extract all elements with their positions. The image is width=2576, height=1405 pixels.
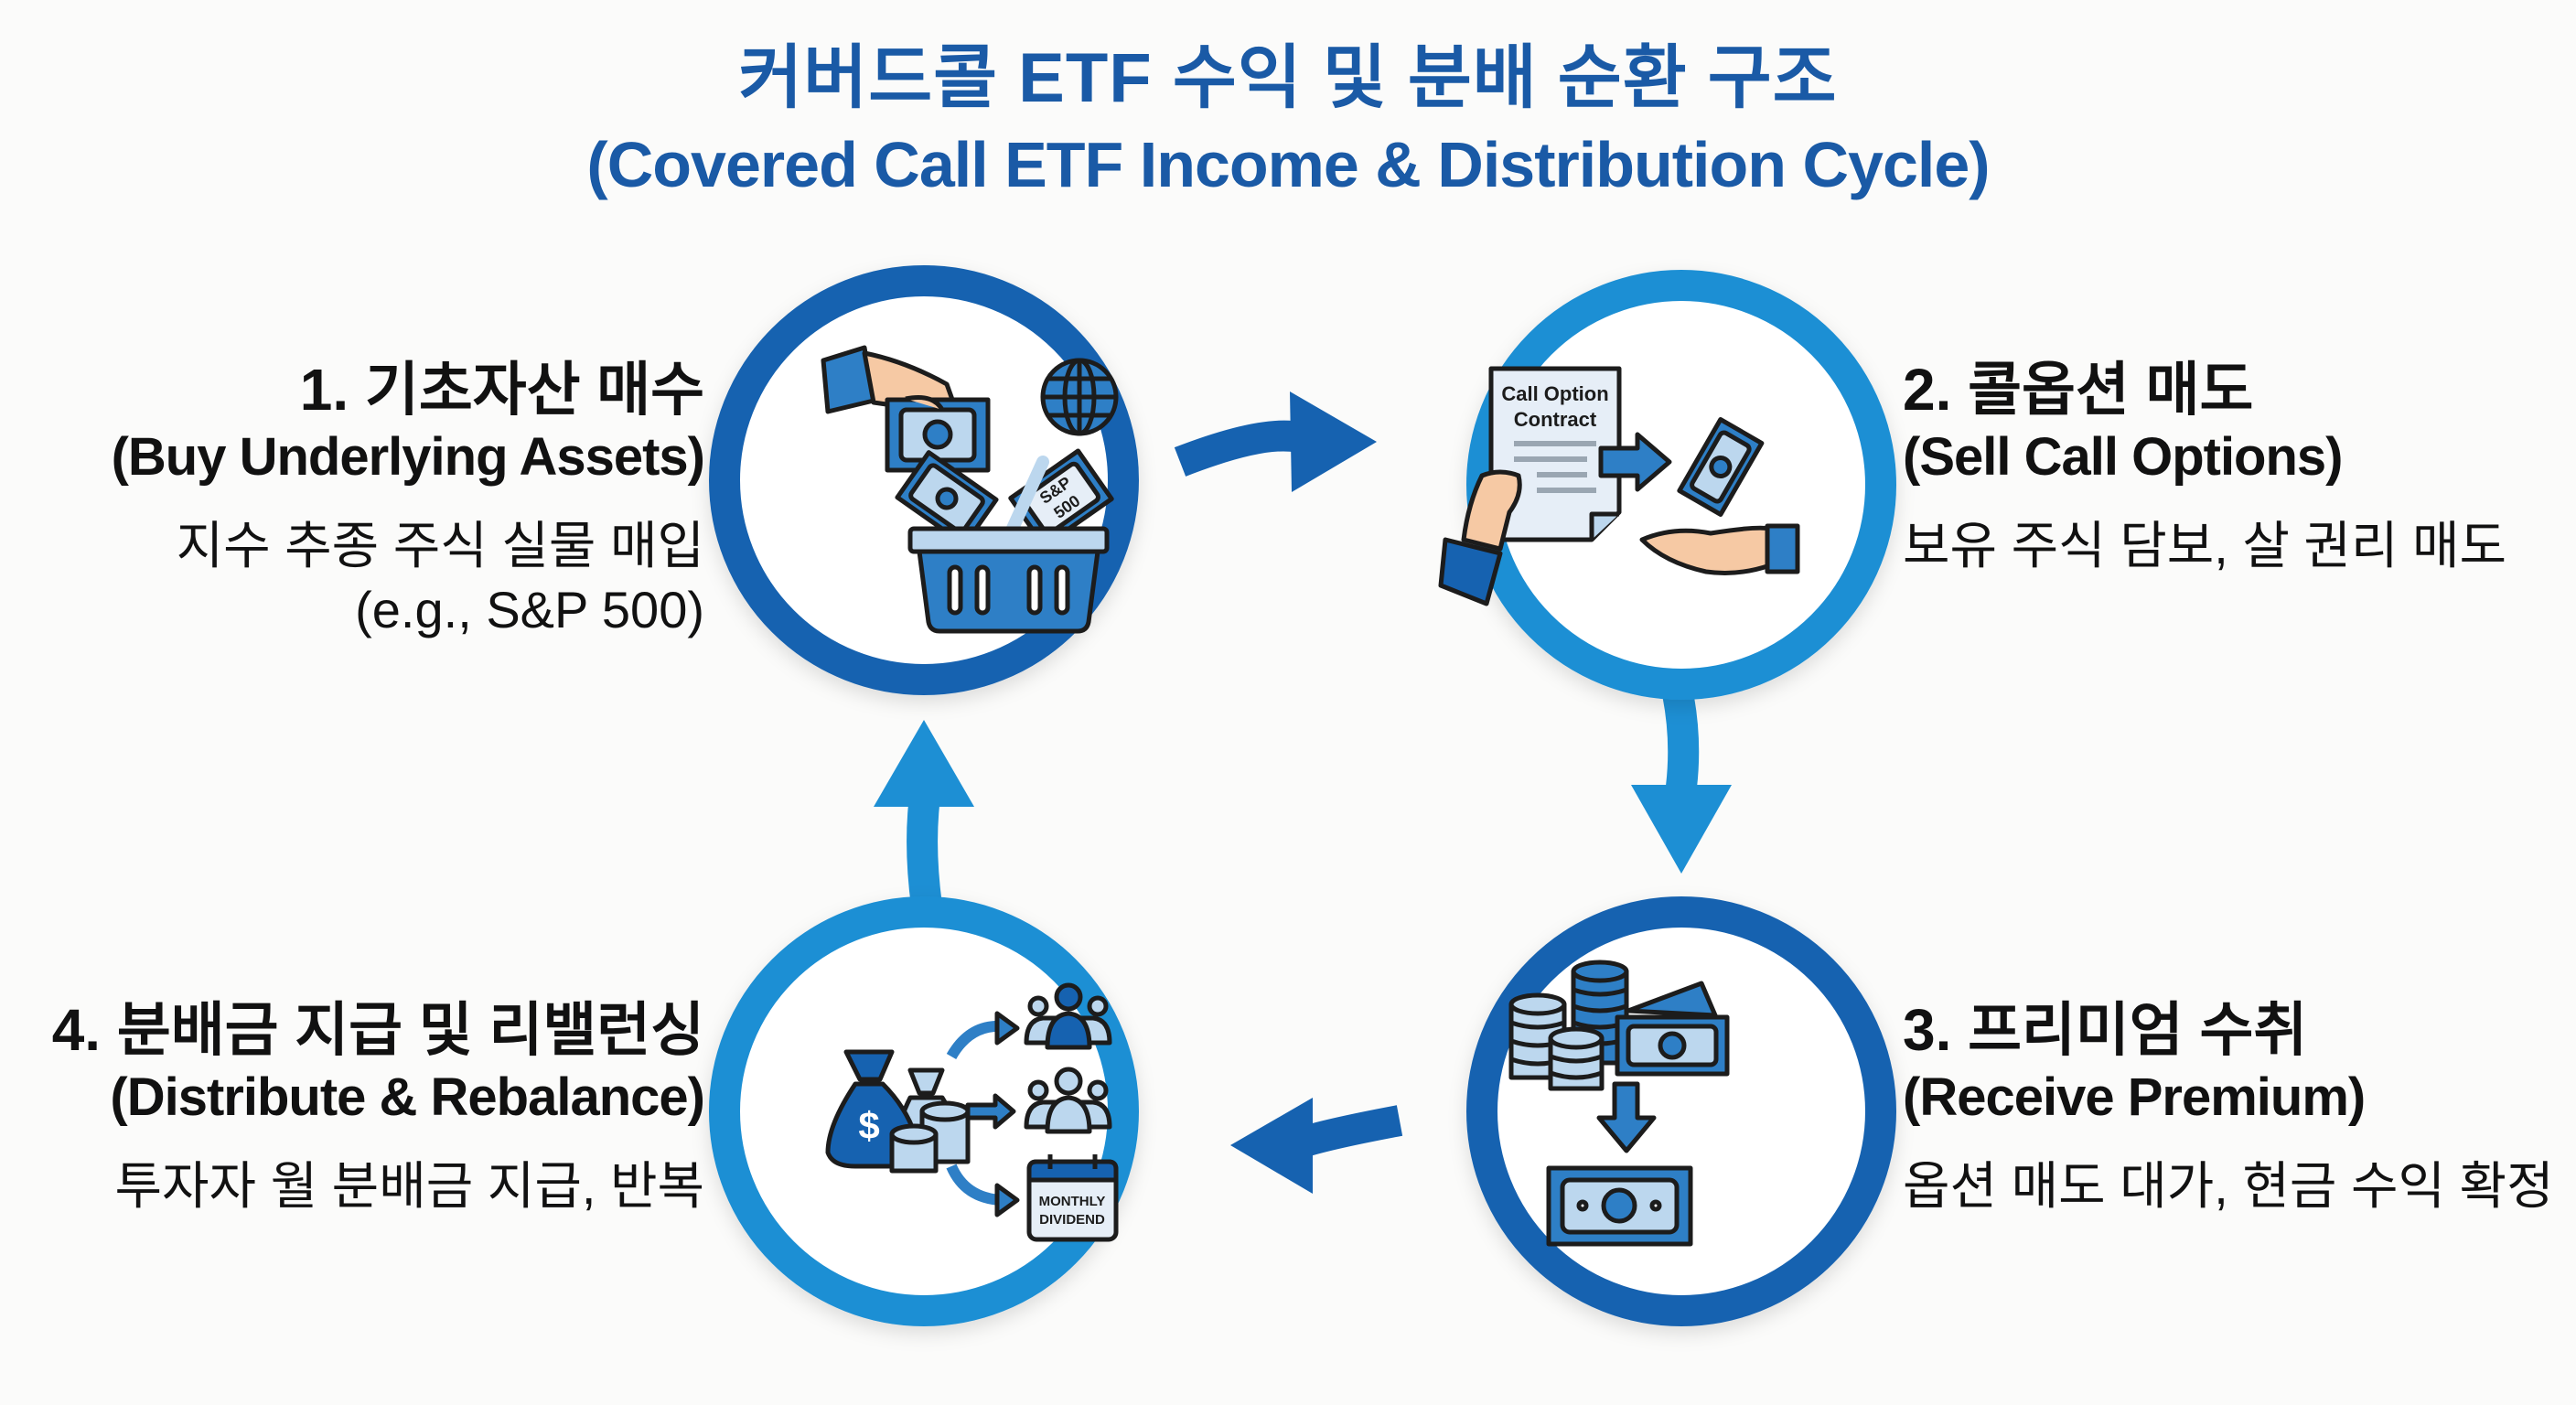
contract-to-cash-exchange-icon: Call Option Contract [1438, 366, 1800, 606]
step4-text: 4. 분배금 지급 및 리밸런싱 (Distribute & Rebalance… [9, 995, 705, 1218]
step3-description: 옵션 매도 대가, 현금 수익 확정 [1903, 1154, 2576, 1218]
arrow-left-icon [1230, 1098, 1403, 1194]
step3-desc-line1: 옵션 매도 대가, 현금 수익 확정 [1903, 1157, 2554, 1215]
basket-with-money-and-globe-icon: S&P 500 [821, 345, 1119, 634]
step2-title-en: (Sell Call Options) [1903, 427, 2344, 487]
arrow-up-icon [874, 720, 974, 908]
title-english: (Covered Call ETF Income & Distribution … [586, 129, 1990, 200]
doc-title-line2: Contract [1514, 408, 1597, 431]
step1-description: 지수 추종 주식 실물 매입 (e.g., S&P 500) [9, 514, 704, 642]
step1-title-ko: 1. 기초자산 매수 [299, 357, 704, 423]
calendar-label-line1: MONTHLY [1039, 1194, 1106, 1209]
step4-title-ko: 4. 분배금 지급 및 리밸런싱 [51, 997, 704, 1063]
calendar-label-line2: DIVIDEND [1039, 1212, 1105, 1228]
arrow-down-icon [1631, 672, 1732, 874]
step1-desc-line2: (e.g., S&P 500) [355, 581, 704, 638]
step3-text: 3. 프리미엄 수취 (Receive Premium) 옵션 매도 대가, 현… [1903, 995, 2576, 1218]
title-korean: 커버드콜 ETF 수익 및 분배 순환 구조 [738, 39, 1838, 117]
step4-desc-line1: 투자자 월 분배금 지급, 반복 [114, 1157, 704, 1215]
step4-description: 투자자 월 분배금 지급, 반복 [9, 1154, 704, 1218]
step2-description: 보유 주식 담보, 살 권리 매도 [1903, 514, 2576, 578]
step3-title-ko: 3. 프리미엄 수취 [1903, 997, 2308, 1063]
step4-title-en: (Distribute & Rebalance) [110, 1067, 705, 1127]
step1-title-en: (Buy Underlying Assets) [111, 427, 705, 487]
arrow-right-icon [1174, 391, 1377, 492]
step3-title-en: (Receive Premium) [1903, 1067, 2366, 1127]
step1-text: 1. 기초자산 매수 (Buy Underlying Assets) 지수 추종… [9, 355, 705, 642]
page-title: 커버드콜 ETF 수익 및 분배 순환 구조 (Covered Call ETF… [0, 35, 2576, 207]
money-bags-to-investors-icon: $ MONTHLY DIVIDEND [825, 982, 1119, 1242]
dollar-sign: $ [858, 1104, 879, 1147]
step1-desc-line1: 지수 추종 주식 실물 매입 [176, 517, 704, 574]
coins-to-cash-icon [1508, 960, 1730, 1247]
doc-title-line1: Call Option [1501, 382, 1608, 405]
step2-title-ko: 2. 콜옵션 매도 [1903, 357, 2254, 423]
step2-desc-line1: 보유 주식 담보, 살 권리 매도 [1903, 517, 2507, 574]
step3-circle [1466, 896, 1896, 1326]
step2-text: 2. 콜옵션 매도 (Sell Call Options) 보유 주식 담보, … [1903, 355, 2576, 578]
